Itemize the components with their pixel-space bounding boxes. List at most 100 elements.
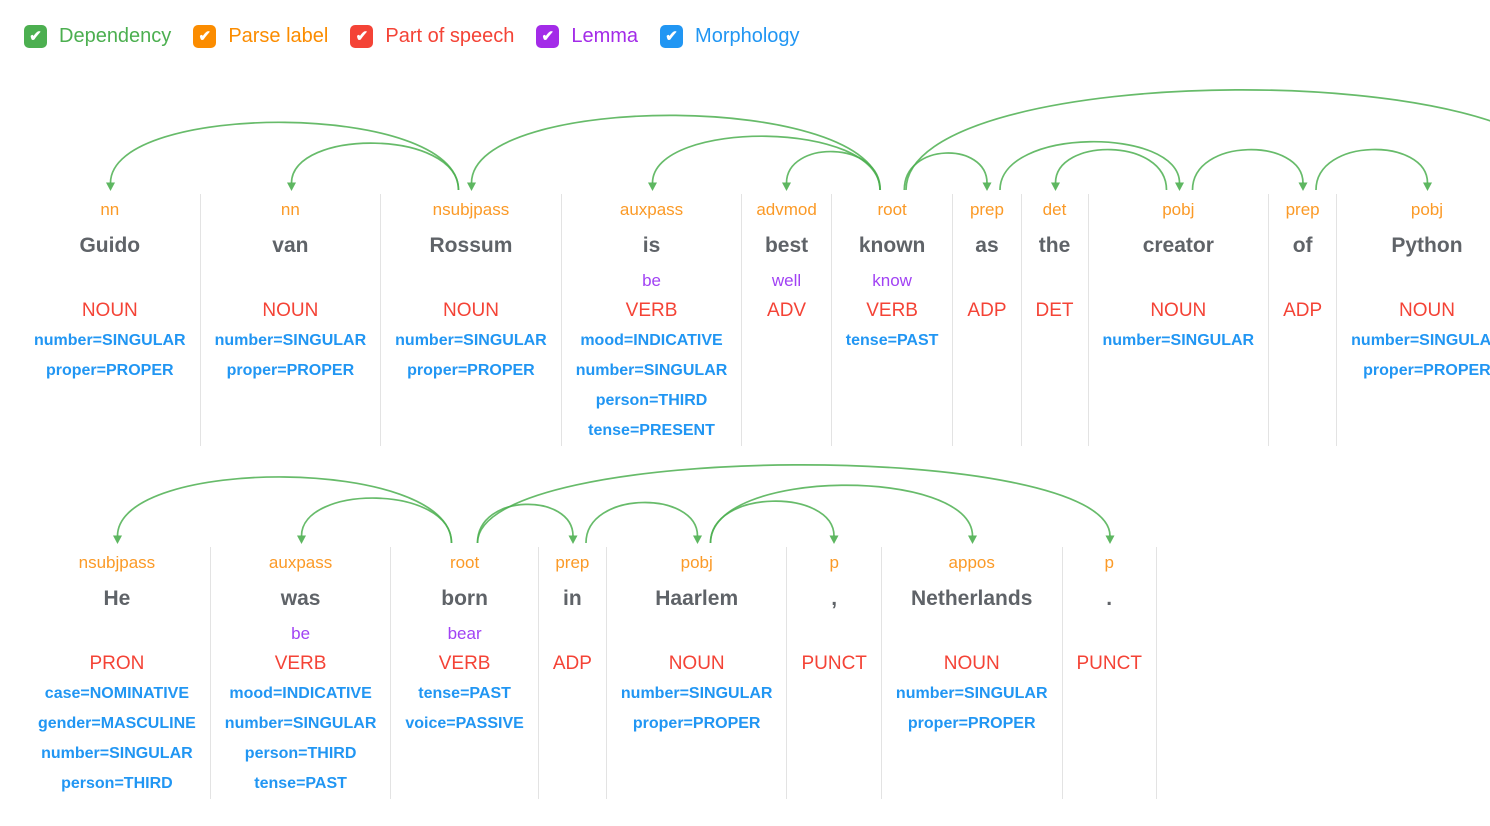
token-pos: NOUN	[81, 300, 138, 321]
checkbox-parse-label[interactable]: ✔	[193, 25, 217, 48]
token-pos: NOUN	[943, 653, 1000, 674]
checkmark-icon: ✔	[198, 28, 212, 45]
dependency-arc	[651, 135, 881, 191]
token-morphology: tense=PAST	[418, 685, 511, 702]
parse-label: root	[877, 200, 907, 219]
token-pos: NOUN	[262, 300, 319, 321]
token-word: ,	[831, 587, 838, 610]
checkbox-dependency[interactable]: ✔	[24, 25, 47, 48]
dependency-arc-arrowhead	[467, 182, 476, 191]
token-morphology: tense=PAST	[254, 775, 347, 792]
parse-label: advmod	[756, 200, 817, 219]
toggle-parse-label[interactable]: ✔ Parse label	[193, 25, 328, 48]
dependency-arc-arrowhead	[1298, 182, 1308, 191]
token-pos: ADP	[967, 300, 1007, 321]
dependency-arc-arrowhead	[1175, 182, 1184, 191]
token-lemma	[553, 619, 592, 649]
token-word: in	[563, 587, 582, 610]
dependency-arc-arrowhead	[113, 535, 122, 544]
token-morphology: person=THIRD	[595, 392, 708, 409]
dependency-arc-arrowhead	[287, 182, 296, 191]
token-lemma	[896, 619, 1048, 649]
toggle-label: Parse label	[228, 25, 329, 47]
token-lemma	[967, 266, 1006, 296]
checkbox-part-of-speech[interactable]: ✔	[350, 25, 374, 48]
parse-label: prep	[969, 200, 1004, 219]
dependency-arc	[785, 150, 882, 191]
toggle-dependency[interactable]: ✔Dependency	[24, 25, 171, 48]
token-morphology: mood=INDICATIVE	[229, 685, 372, 702]
dependency-arc	[476, 503, 574, 544]
dependency-arc-arrowhead	[1105, 535, 1115, 544]
token-lemma	[1077, 619, 1142, 649]
token-morphology: proper=PROPER	[632, 715, 761, 732]
token-morphology: case=NOMINATIVE	[44, 685, 189, 702]
checkbox-lemma[interactable]: ✔	[536, 25, 560, 48]
token-lemma: know	[872, 271, 912, 290]
dependency-arc	[903, 152, 988, 191]
dependency-arc	[476, 464, 1111, 544]
dependency-arc-arrowhead	[982, 182, 992, 191]
dependency-arcs	[106, 89, 1490, 191]
checkmark-icon: ✔	[29, 28, 42, 45]
token-lemma	[801, 619, 866, 649]
token-word: Haarlem	[655, 587, 739, 610]
token-pos: ADV	[767, 300, 807, 321]
parse-label: appos	[948, 553, 995, 572]
parse-label: auxpass	[619, 200, 684, 219]
checkbox-morphology[interactable]: ✔	[660, 25, 684, 48]
token-morphology: number=SINGULAR	[41, 745, 193, 762]
token-lemma: be	[291, 624, 311, 643]
dependency-arc-arrowhead	[648, 182, 657, 191]
token-word: creator	[1142, 234, 1214, 257]
token-lemma	[1351, 266, 1490, 296]
token-pos: NOUN	[1398, 300, 1455, 321]
dependency-arc	[1315, 148, 1429, 191]
token-lemma	[1036, 266, 1074, 296]
toggle-morphology[interactable]: ✔ Morphology	[660, 25, 800, 48]
token-pos: PUNCT	[801, 653, 867, 674]
dependency-arc	[470, 114, 881, 191]
token-word: best	[764, 234, 809, 257]
token-word: He	[103, 587, 131, 610]
dependency-arc-arrowhead	[106, 182, 115, 191]
toggle-label: Morphology	[695, 25, 800, 47]
parse-label: nn	[100, 200, 120, 219]
token-word: Guido	[79, 234, 141, 257]
token-lemma	[395, 266, 547, 296]
token-pos: VERB	[625, 300, 678, 321]
token-period: p.PUNCT	[1063, 547, 1157, 799]
toggle-part-of-speech[interactable]: ✔Part of speech	[350, 25, 514, 48]
token-lemma	[34, 266, 186, 296]
token-morphology: number=SINGULAR	[895, 685, 1048, 702]
token-pos: VERB	[866, 300, 918, 321]
token-morphology: number=SINGULAR	[395, 332, 547, 349]
token-lemma: well	[771, 271, 802, 290]
parse-label: nsubjpass	[78, 553, 156, 572]
token-pos: ADP	[1283, 300, 1323, 321]
token-word: Rossum	[429, 234, 513, 257]
token-word: was	[280, 587, 321, 610]
toggle-lemma[interactable]: ✔Lemma	[536, 25, 638, 48]
token-pos: DET	[1035, 300, 1074, 321]
token-morphology: proper=PROPER	[45, 362, 174, 379]
dependency-arc-arrowhead	[1051, 182, 1060, 191]
dependency-arc-arrowhead	[968, 535, 977, 544]
token-morphology: number=SINGULAR	[34, 332, 186, 349]
token-word: is	[642, 234, 661, 257]
token-morphology: proper=PROPER	[907, 715, 1036, 732]
